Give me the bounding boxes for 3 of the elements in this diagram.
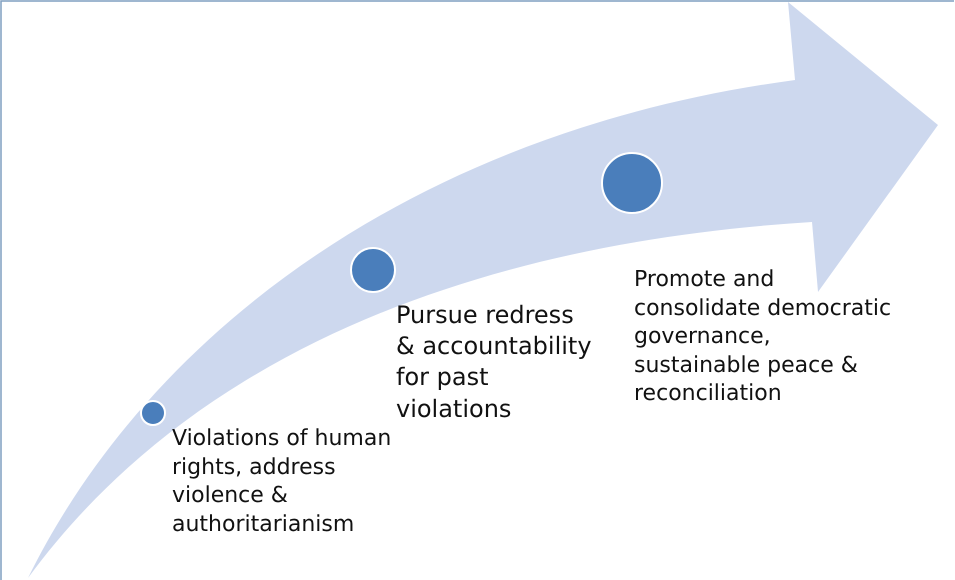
stage-caption: Violations of human rights, address violence & authoritarianism [172,425,392,539]
stage-caption: Pursue redress & accountability for past violations [396,300,593,425]
stage-caption: Promote and consolidate democratic governance, sustainable peace & reconciliation [634,266,892,408]
